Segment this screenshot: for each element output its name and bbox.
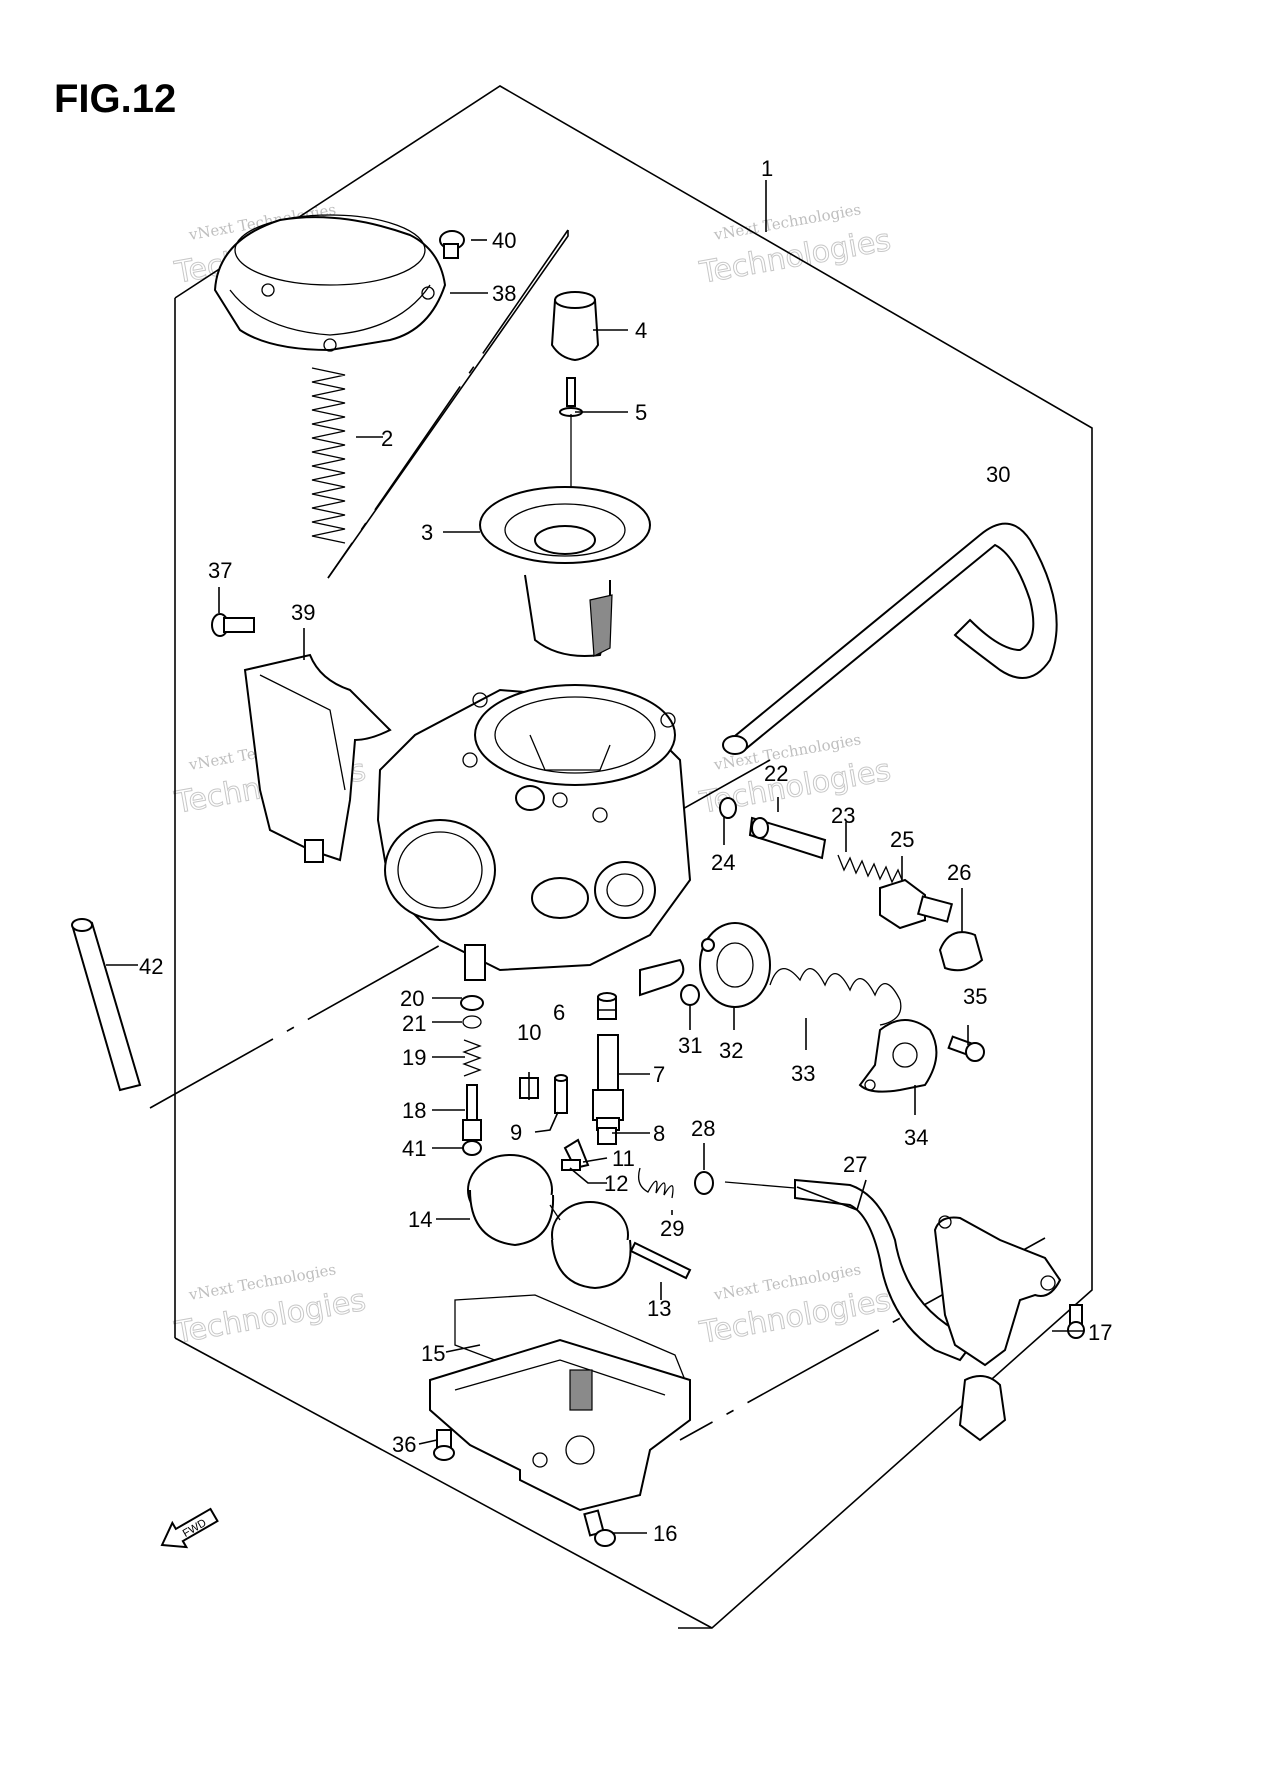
pin-13-part [629, 1241, 692, 1280]
callout-5: 5 [635, 400, 647, 425]
washer-20-part [460, 995, 484, 1011]
screw-37-part [211, 613, 255, 637]
callout-34: 34 [904, 1125, 928, 1150]
callout-1: 1 [761, 156, 773, 181]
bracket-39-part [243, 653, 392, 863]
callout-31: 31 [678, 1033, 702, 1058]
callout-18: 18 [402, 1098, 426, 1123]
callout-15: 15 [421, 1341, 445, 1366]
callout-3: 3 [421, 520, 433, 545]
spring-2-part [311, 367, 346, 544]
cap-26-part [938, 931, 984, 972]
watermark-6: vNext Technologies Technologies [696, 1260, 894, 1351]
guide-tick [327, 230, 569, 579]
knob-part [958, 1375, 1007, 1442]
clip-12-part [561, 1159, 581, 1171]
tube-42-part [71, 918, 142, 1092]
callout-labels: 1 2 3 4 5 6 7 8 9 10 11 12 13 14 15 16 1… [139, 156, 1112, 1546]
callout-21: 21 [402, 1011, 426, 1036]
callout-4: 4 [635, 318, 647, 343]
float-14-part [467, 1154, 632, 1290]
callout-26: 26 [947, 860, 971, 885]
pilot-screw-18-part [462, 1084, 482, 1141]
callout-37: 37 [208, 558, 232, 583]
callout-38: 38 [492, 281, 516, 306]
nut-25-part [879, 878, 954, 930]
screw-16-part [583, 1509, 616, 1547]
o-ring-41-part [462, 1140, 482, 1156]
callout-2: 2 [381, 426, 393, 451]
spring-33-part [769, 968, 902, 1026]
screw-17-part [1067, 1304, 1085, 1339]
callout-16: 16 [653, 1521, 677, 1546]
o-ring-24-part [719, 797, 737, 819]
callout-25: 25 [890, 827, 914, 852]
jet-needle-part [559, 377, 583, 500]
callout-40: 40 [492, 228, 516, 253]
screw-40-part [439, 230, 465, 259]
guide-line-top [327, 229, 569, 579]
adjust-screw-22-part [748, 816, 827, 860]
watermark-5: vNext Technologies Technologies [171, 1260, 369, 1351]
figure-title: FIG.12 [54, 77, 176, 121]
bracket-17-part [933, 1215, 1062, 1367]
callout-35: 35 [963, 984, 987, 1009]
diaphragm-piston-part [479, 486, 651, 657]
vent-tube-part [722, 522, 1058, 755]
callout-33: 33 [791, 1061, 815, 1086]
callout-10: 10 [517, 1020, 541, 1045]
callout-11: 11 [612, 1146, 635, 1171]
callout-9: 9 [510, 1120, 522, 1145]
callout-23: 23 [831, 803, 855, 828]
needle-jet-7-part [592, 1034, 624, 1131]
jet-6-part [597, 992, 617, 1020]
washer-28-part [694, 1171, 714, 1195]
spring-19-part [462, 1039, 482, 1077]
callout-24: 24 [711, 850, 735, 875]
callout-28: 28 [691, 1116, 715, 1141]
fwd-arrow-icon: FWD [160, 1507, 219, 1549]
callout-17: 17 [1088, 1320, 1112, 1345]
callout-42: 42 [139, 954, 163, 979]
callout-6: 6 [553, 1000, 565, 1025]
boundary-bottom [174, 1337, 713, 1629]
screw-35-part [947, 1035, 985, 1062]
needle-holder-part [550, 291, 600, 362]
screw-36-part [433, 1429, 455, 1461]
spring-29-part [637, 1167, 674, 1199]
o-ring-21-part [462, 1015, 482, 1029]
callout-8: 8 [653, 1121, 665, 1146]
nut-31-part [680, 984, 700, 1006]
float-bowl-part [429, 1338, 691, 1512]
diaphragm-32-part [699, 922, 771, 1008]
callout-7: 7 [653, 1062, 665, 1087]
callout-36: 36 [392, 1432, 416, 1457]
callout-13: 13 [647, 1296, 671, 1321]
callout-39: 39 [291, 600, 315, 625]
callout-29: 29 [660, 1216, 684, 1241]
callout-41: 41 [402, 1136, 426, 1161]
top-cover-part [213, 214, 447, 352]
callout-30: 30 [986, 462, 1010, 487]
callout-22: 22 [764, 761, 788, 786]
assembly-boundary [174, 85, 1093, 1629]
cover-34-part [858, 1019, 938, 1093]
choke-27-part [724, 1178, 977, 1362]
carburetor-body-part [376, 684, 692, 997]
callout-20: 20 [400, 986, 424, 1011]
main-jet-8-part [597, 1127, 617, 1145]
leader-lines [106, 180, 1083, 1534]
callout-32: 32 [719, 1038, 743, 1063]
callout-19: 19 [402, 1045, 426, 1070]
callout-27: 27 [843, 1152, 867, 1177]
svg-text:FWD: FWD [181, 1517, 209, 1540]
callout-14: 14 [408, 1207, 432, 1232]
spring-23-part [837, 854, 905, 886]
watermark-2: vNext Technologies Technologies [696, 200, 894, 291]
jet-9-part [554, 1074, 568, 1114]
callout-12: 12 [604, 1171, 628, 1196]
